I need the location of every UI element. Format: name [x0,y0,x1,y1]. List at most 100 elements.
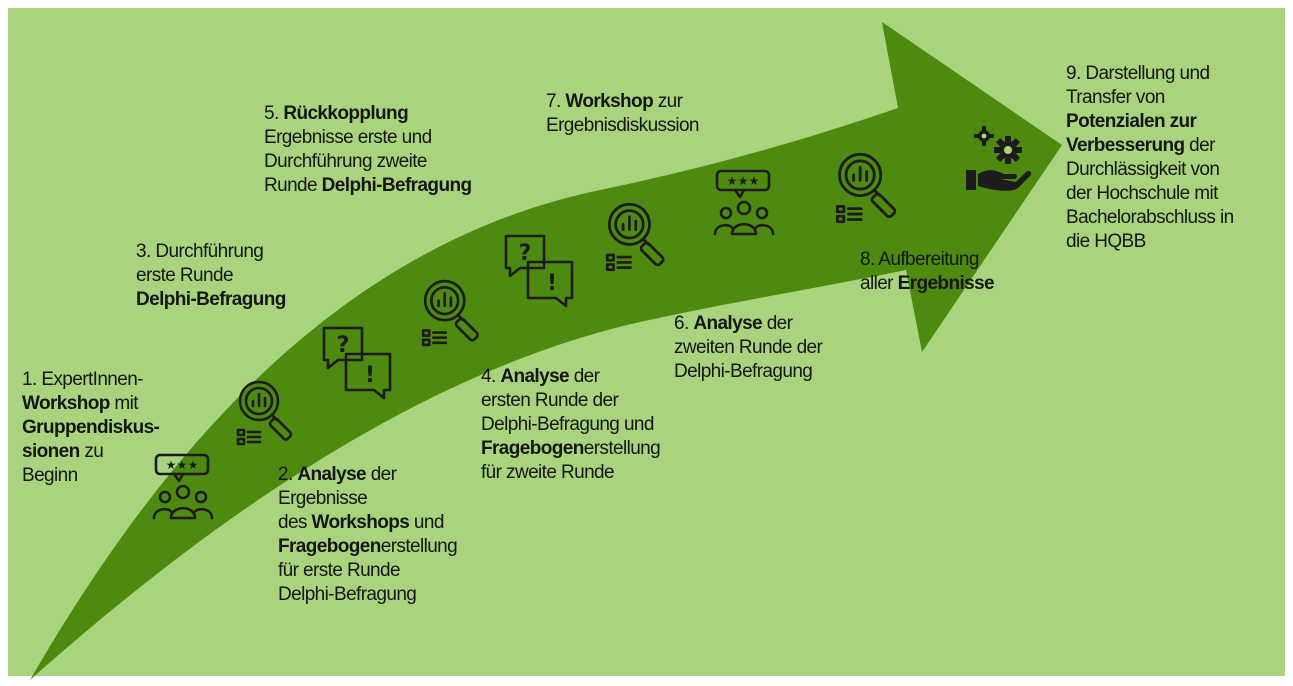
svg-text:★: ★ [749,174,760,188]
text-run: Runde [264,175,322,196]
green-background-panel [8,8,1285,676]
step-8-line: aller Ergebnisse [860,272,995,296]
bold-text-run: Analyse [297,464,367,485]
step-2-line: Fragebogenerstellung [278,535,458,559]
text-run: 7. [546,91,566,112]
text-run: Beginn [22,465,78,486]
text-run: für erste Runde [278,560,401,581]
text-run: erstellung [583,438,661,459]
bold-text-run: Analyse [500,366,570,387]
svg-text:?: ? [519,241,532,266]
text-run: der [366,464,397,485]
curved-arrow-shape [30,22,1062,680]
text-run: zu [79,441,104,462]
step-3-line: erste Runde [136,264,286,288]
step-4-line: Fragebogenerstellung [481,437,661,461]
bold-text-run: Rückkopplung [283,103,409,124]
text-run: aller [860,273,898,294]
bold-text-run: Workshop [22,393,110,414]
step-4-line: ersten Runde der [481,389,660,413]
bold-text-run: Ergebnisse [897,273,995,294]
svg-text:!: ! [365,363,375,388]
bold-text-run: Fragebogen [481,438,584,459]
step-1-line: sionen zu [22,440,159,464]
text-run: der [569,366,600,387]
text-run: die HQBB [1066,231,1146,252]
step-6-line: Delphi-Befragung [674,360,822,384]
text-run: Ergebnisse erste und [264,127,432,148]
text-run: 2. [278,464,298,485]
step-3-line: Delphi-Befragung [136,288,286,312]
step-2-line: für erste Runde [278,559,457,583]
text-run: Delphi-Befragung [278,584,417,605]
step-5-line: Runde Delphi-Befragung [264,174,472,198]
text-run: erste Runde [136,265,234,286]
step-5-line: Durchführung zweite [264,150,471,174]
text-run: 6. [674,313,694,334]
step-8-line: 8. Aufbereitung [860,248,994,272]
bold-text-run: Gruppendiskus- [22,417,160,438]
bold-text-run: Workshops [311,512,410,533]
step-9-line: 9. Darstellung und [1066,62,1234,86]
text-run: der [762,313,793,334]
step-9-line: Transfer von [1066,86,1234,110]
bold-text-run: Potenzialen zur [1066,111,1197,132]
text-run: Delphi-Befragung [674,361,813,382]
step-2-line: Delphi-Befragung [278,583,457,607]
step-6-line: zweiten Runde der [674,336,823,360]
text-run: des [278,512,312,533]
group-rating-icon: ★★★ [713,169,775,236]
step-7-line: Ergebnisdiskussion [546,114,700,138]
text-run: und [409,512,445,533]
text-run: Ergebnisdiskussion [546,115,700,136]
analysis-icon [421,279,479,347]
text-run: 5. [264,103,284,124]
step-9-line: Durchlässigkeit von [1066,158,1234,182]
step-3-line: 3. Durchführung [136,240,286,264]
text-run: der Hochschule mit [1066,183,1218,204]
svg-text:?: ? [337,333,350,358]
text-run: 9. Darstellung und [1066,63,1210,84]
bold-text-run: Verbesserung [1066,135,1185,156]
step-4-line: Delphi-Befragung und [481,413,660,437]
step-7-line: 7. Workshop zur [546,90,699,114]
step-1-line: 1. ExpertInnen- [22,368,159,392]
text-run: für zweite Runde [481,462,615,483]
text-run: ersten Runde der [481,390,619,411]
text-run: erstellung [380,536,458,557]
text-run: Durchführung zweite [264,151,427,172]
bold-text-run: sionen [22,441,80,462]
step-2-line: 2. Analyse der [278,463,457,487]
bold-text-run: Delphi-Befragung [136,289,286,310]
step-9-line: der Hochschule mit [1066,182,1234,206]
analysis-icon [835,152,897,224]
step-5-line: 5. Rückkopplung [264,102,471,126]
text-run: 4. [481,366,501,387]
analysis-icon [605,202,665,272]
text-run: zweiten Runde der [674,337,823,358]
svg-text:★: ★ [727,174,738,188]
text-run: 3. Durchführung [136,241,264,262]
svg-text:★: ★ [738,174,749,188]
step-9-line: Verbesserung der [1066,134,1234,158]
step-9-line: Potenzialen zur [1066,110,1234,134]
step-2-line: des Workshops und [278,511,457,535]
bold-text-run: Fragebogen [278,536,381,557]
text-run: Transfer von [1066,87,1165,108]
text-run: Ergebnisse [278,488,368,509]
text-run: der [1184,135,1215,156]
text-run: 1. ExpertInnen- [22,369,144,390]
step-5-line: Ergebnisse erste und [264,126,471,150]
text-run: Bachelorabschluss in [1066,207,1234,228]
svg-text:★: ★ [177,458,188,472]
svg-text:★: ★ [166,458,177,472]
step-4-line: 4. Analyse der [481,365,660,389]
text-run: Delphi-Befragung und [481,414,654,435]
text-run: 8. Aufbereitung [860,249,979,270]
